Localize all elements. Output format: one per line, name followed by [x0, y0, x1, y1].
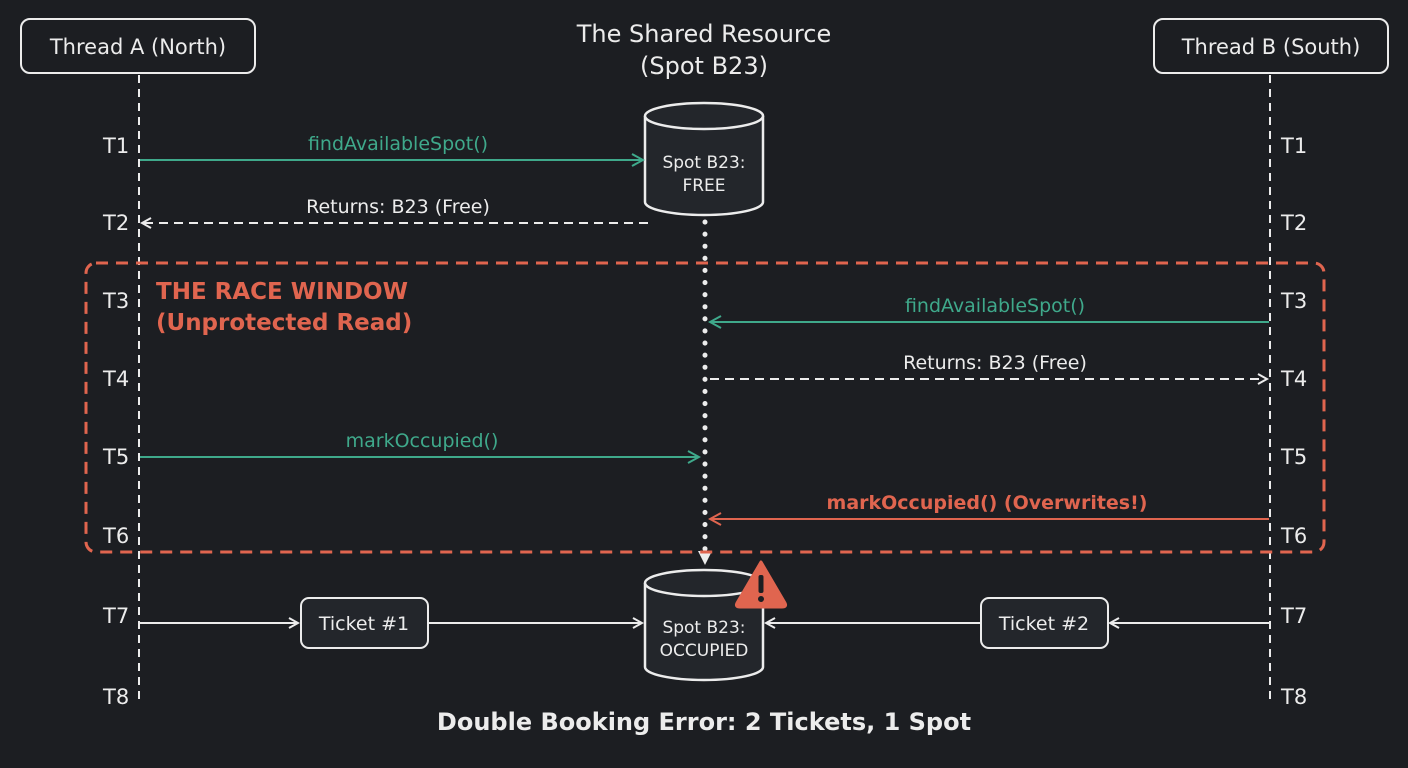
- thread-b-label: Thread B (South): [1181, 35, 1361, 59]
- time-label: T8: [102, 685, 129, 709]
- db-free-line1: Spot B23:: [662, 153, 745, 173]
- thread-b-header: Thread B (South): [1153, 18, 1389, 74]
- time-labels-right: T1 T2 T3 T4 T5 T6 T7 T8: [1280, 134, 1307, 709]
- ticket-2-label: Ticket #2: [998, 613, 1089, 635]
- time-label: T1: [102, 134, 129, 158]
- db-spot-free: Spot B23: FREE: [643, 101, 765, 217]
- db-spot-occupied: Spot B23: OCCUPIED: [643, 568, 765, 682]
- time-label: T2: [1280, 211, 1307, 235]
- time-label: T7: [1280, 604, 1307, 628]
- time-label: T1: [1280, 134, 1307, 158]
- msg-a-find-label: findAvailableSpot(): [308, 133, 488, 155]
- time-label: T4: [102, 367, 129, 391]
- race-window-box: [84, 261, 1326, 554]
- warning-triangle-icon: [734, 560, 788, 609]
- time-label: T2: [102, 211, 129, 235]
- time-label: T6: [102, 524, 129, 548]
- race-window-title: THE RACE WINDOW: [156, 279, 408, 305]
- race-window-subtitle: (Unprotected Read): [156, 310, 412, 336]
- time-label: T7: [102, 604, 129, 628]
- db-free-line2: FREE: [682, 176, 725, 196]
- footer-error-caption: Double Booking Error: 2 Tickets, 1 Spot: [437, 708, 971, 736]
- time-label: T3: [102, 289, 129, 313]
- msg-b-mark-label: markOccupied() (Overwrites!): [827, 492, 1148, 514]
- msg-a-return-label: Returns: B23 (Free): [306, 196, 490, 218]
- ticket-2-box: Ticket #2: [980, 597, 1109, 649]
- time-label: T5: [1280, 445, 1307, 469]
- ticket-1-box: Ticket #1: [300, 597, 429, 649]
- time-label: T4: [1280, 367, 1307, 391]
- resource-title: The Shared Resource: [576, 20, 831, 48]
- time-label: T3: [1280, 289, 1307, 313]
- thread-a-header: Thread A (North): [20, 18, 256, 74]
- time-labels-left: T1 T2 T3 T4 T5 T6 T7 T8: [102, 134, 129, 709]
- resource-subtitle: (Spot B23): [640, 52, 768, 80]
- msg-b-find-label: findAvailableSpot(): [905, 295, 1085, 317]
- time-label: T6: [1280, 524, 1307, 548]
- db-occupied-line1: Spot B23:: [662, 618, 745, 638]
- msg-b-return-label: Returns: B23 (Free): [903, 352, 1087, 374]
- ticket-1-label: Ticket #1: [318, 613, 409, 635]
- msg-a-mark-label: markOccupied(): [346, 430, 499, 452]
- thread-a-label: Thread A (North): [49, 35, 226, 59]
- time-label: T8: [1280, 685, 1307, 709]
- db-occupied-line2: OCCUPIED: [660, 641, 749, 661]
- time-label: T5: [102, 445, 129, 469]
